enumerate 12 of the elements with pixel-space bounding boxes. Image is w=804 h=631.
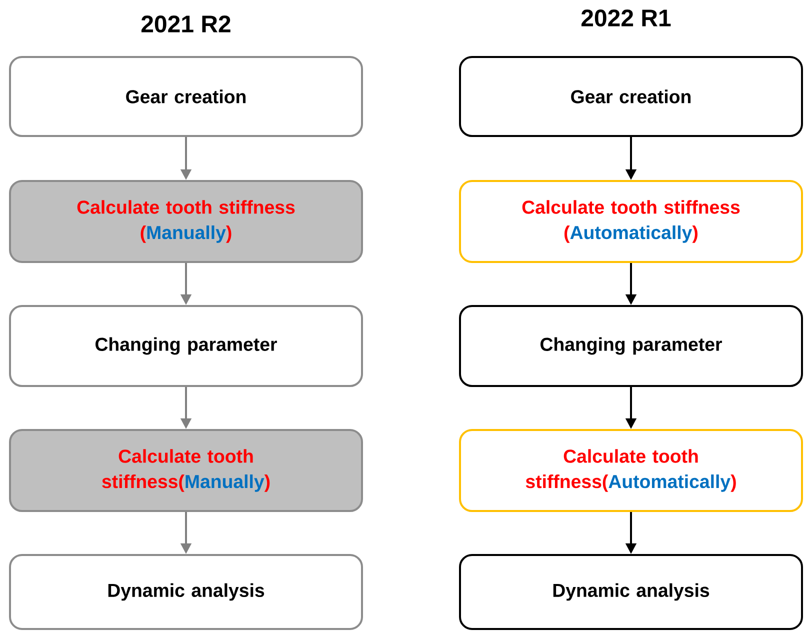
- process-box: Changing parameter: [9, 305, 363, 387]
- process-box: Gear creation: [459, 56, 803, 137]
- process-box: Dynamic analysis: [9, 554, 363, 630]
- column-heading: 2021 R2: [141, 16, 230, 32]
- process-box: Calculate tooth stiffness(Automatically): [459, 429, 803, 512]
- column-heading: 2022 R1: [581, 10, 671, 26]
- process-box: Dynamic analysis: [459, 554, 803, 630]
- process-box: Calculate tooth stiffness (Manually): [9, 180, 363, 263]
- process-box: Gear creation: [9, 56, 363, 137]
- process-box: Calculate tooth stiffness (Automatically): [459, 180, 803, 263]
- process-box: Changing parameter: [459, 305, 803, 387]
- process-box: Calculate tooth stiffness(Manually): [9, 429, 363, 512]
